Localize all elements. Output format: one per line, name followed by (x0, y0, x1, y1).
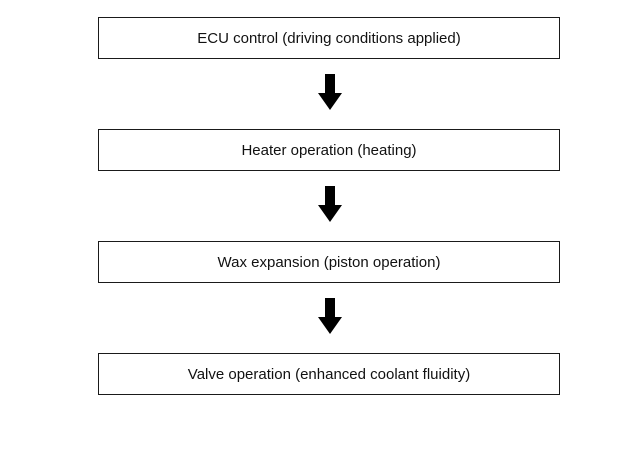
step-label: ECU control (driving conditions applied) (197, 29, 461, 47)
down-arrow-icon (318, 186, 342, 222)
step-valve-operation: Valve operation (enhanced coolant fluidi… (98, 353, 560, 395)
down-arrow-icon (318, 74, 342, 110)
step-label: Heater operation (heating) (241, 141, 417, 159)
step-wax-expansion: Wax expansion (piston operation) (98, 241, 560, 283)
step-ecu-control: ECU control (driving conditions applied) (98, 17, 560, 59)
step-label: Wax expansion (piston operation) (217, 253, 441, 271)
step-heater-operation: Heater operation (heating) (98, 129, 560, 171)
step-label: Valve operation (enhanced coolant fluidi… (187, 365, 471, 383)
down-arrow-icon (318, 298, 342, 334)
